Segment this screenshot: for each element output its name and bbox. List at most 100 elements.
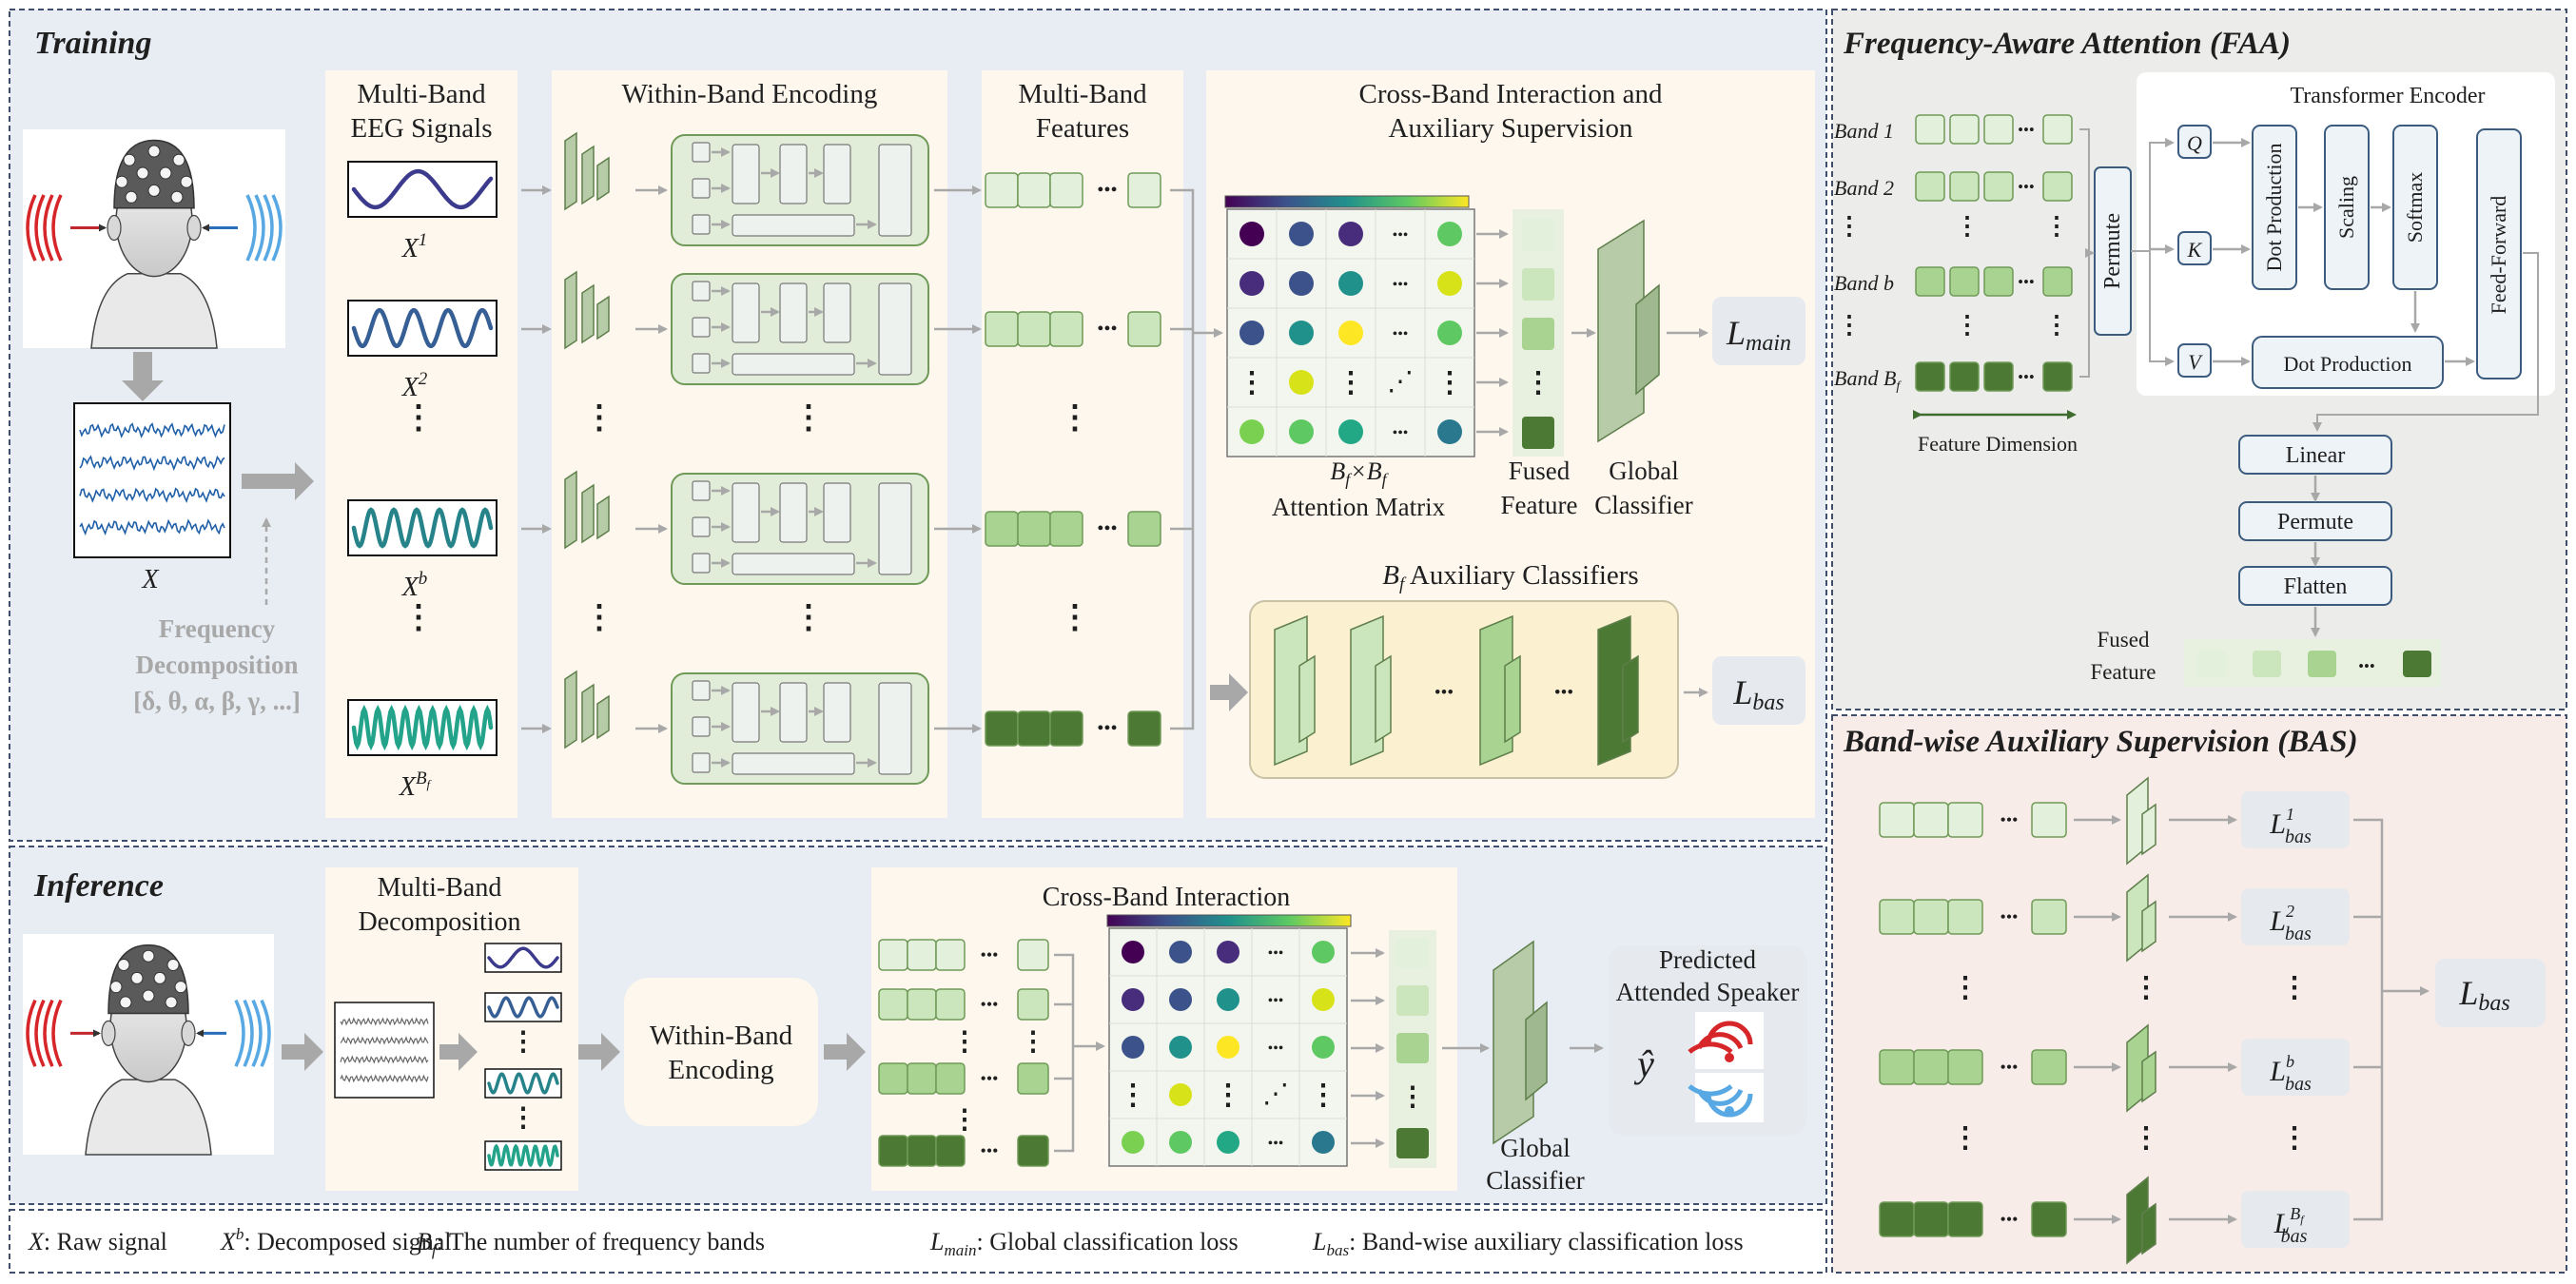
blue-sound-wave [234, 999, 245, 1067]
encoder-layer [823, 682, 851, 743]
bas-clf-plate [2141, 1202, 2156, 1255]
speaker-wave-icons [1688, 1012, 1764, 1122]
bas-loss-box [2241, 1191, 2350, 1248]
red-dot [1725, 1053, 1734, 1062]
feature-cell [985, 311, 1019, 347]
feature-cell [935, 1135, 966, 1167]
legend-text: : Global classification loss [976, 1228, 1238, 1255]
attention-cell [1169, 1036, 1192, 1059]
vertical-ellipsis: ⋮ [2044, 311, 2069, 339]
attn-op-box [2324, 125, 2370, 290]
right-ear [186, 214, 202, 242]
connector-arrows [282, 128, 2539, 1224]
feature-cell [1017, 172, 1051, 208]
waveform [487, 1072, 559, 1095]
attention-cell [1122, 988, 1144, 1011]
electrode [123, 153, 136, 166]
feature-cell [1049, 511, 1083, 547]
vertical-ellipsis: ⋮ [1059, 600, 1091, 635]
horizontal-ellipsis: ••• [981, 995, 999, 1014]
attention-cell [1338, 271, 1363, 296]
svg-text:Lbas: Lbas [1732, 673, 1784, 715]
feature-cell [1915, 361, 1945, 392]
attn-op-label: Scaling [2334, 176, 2358, 239]
attention-cell [1122, 941, 1144, 963]
attention-matrix: •••••••••⋮⋮⋰⋮••• [1226, 208, 1475, 457]
inf-eeg-trace [340, 1055, 429, 1064]
horizontal-ellipsis: ••• [2000, 810, 2019, 829]
fused-label-1: Fused [1509, 457, 1571, 485]
feature-cell [907, 988, 937, 1021]
vertical-ellipsis: ⋮ [951, 1105, 978, 1135]
vertical-ellipsis: ⋮ [583, 600, 615, 635]
global-plate [1525, 1001, 1548, 1101]
encoder-layer [779, 682, 808, 743]
encoder-layer [779, 282, 808, 343]
matrix-ellipsis: ⋰ [1262, 1080, 1289, 1109]
blue-sound-wave [271, 194, 283, 262]
waveform [487, 946, 559, 969]
encoder-input [692, 553, 711, 574]
horizontal-ellipsis: ••• [981, 945, 999, 964]
encoder-layer [823, 282, 851, 343]
encoder-layer [732, 353, 855, 376]
horizontal-ellipsis: ••• [2018, 121, 2035, 139]
attention-cell [1289, 370, 1314, 395]
encoder-layer [732, 682, 760, 743]
matrix-ellipsis: ⋮ [1337, 367, 1365, 399]
global-label-2: Classifier [1594, 491, 1692, 519]
feature-cell [907, 1062, 937, 1095]
matrix-ellipsis: ⋮ [1214, 1080, 1242, 1111]
band-signal-sup: 2 [419, 369, 428, 389]
matrix-ellipsis: ⋮ [1238, 367, 1266, 399]
inference-title: Inference [33, 868, 164, 904]
eeg-trace [79, 518, 225, 536]
attention-cell [1239, 271, 1264, 296]
feature-cell [1127, 710, 1161, 747]
cross-title-2: Auxiliary Supervision [1389, 113, 1633, 144]
raw-eeg-traces [79, 422, 225, 536]
attention-cell [1239, 321, 1264, 345]
faa-fused-label: Fused [2098, 628, 2150, 652]
attention-cell [1437, 222, 1462, 246]
vertical-ellipsis: ⋮ [792, 400, 825, 436]
attention-cell [1217, 1036, 1239, 1059]
feature-cell [1017, 1062, 1049, 1095]
horizontal-ellipsis: ••• [2000, 1210, 2019, 1229]
red-sound-wave [43, 999, 54, 1067]
legend-item: X: Raw signal [28, 1228, 167, 1255]
loss-main-sym: L [1726, 314, 1746, 352]
horizontal-ellipsis: ••• [2358, 657, 2375, 675]
feature-cell [1983, 171, 2014, 202]
cnn-plate [581, 145, 595, 205]
blue-sound-wave [243, 999, 254, 1067]
vertical-ellipsis: ⋮ [583, 400, 615, 436]
electrode [119, 996, 132, 1009]
faa-band-label: Band Bf [1834, 366, 1902, 394]
legend-sup: b [236, 1225, 244, 1243]
down-arrow [122, 352, 164, 401]
faa-fused-cell [2197, 651, 2226, 677]
red-sound-wave [43, 194, 54, 262]
vertical-ellipsis: ⋮ [1059, 400, 1091, 436]
cnn-plate [564, 131, 577, 211]
encoder-layer [823, 144, 851, 204]
encoder-input [692, 353, 711, 374]
feature-cell [1915, 266, 1945, 297]
merge-line [1054, 953, 1075, 1153]
matrix-ellipsis: ⋮ [1435, 367, 1464, 399]
inf-decomposition: ⋮⋮ [334, 943, 562, 1171]
matrix-ellipsis: ⋰ [1387, 367, 1414, 397]
faa-post-box [2238, 566, 2392, 606]
red-sound-wave [26, 194, 37, 262]
feature-cell [1049, 311, 1083, 347]
waveform [351, 307, 494, 349]
faa-post-box [2238, 501, 2392, 541]
cnn-plate [581, 683, 595, 744]
faa-fused-label: Feature [2091, 660, 2156, 684]
waveform [487, 996, 559, 1019]
horizontal-ellipsis: ••• [1434, 683, 1454, 703]
feature-cell [1947, 1049, 1983, 1085]
